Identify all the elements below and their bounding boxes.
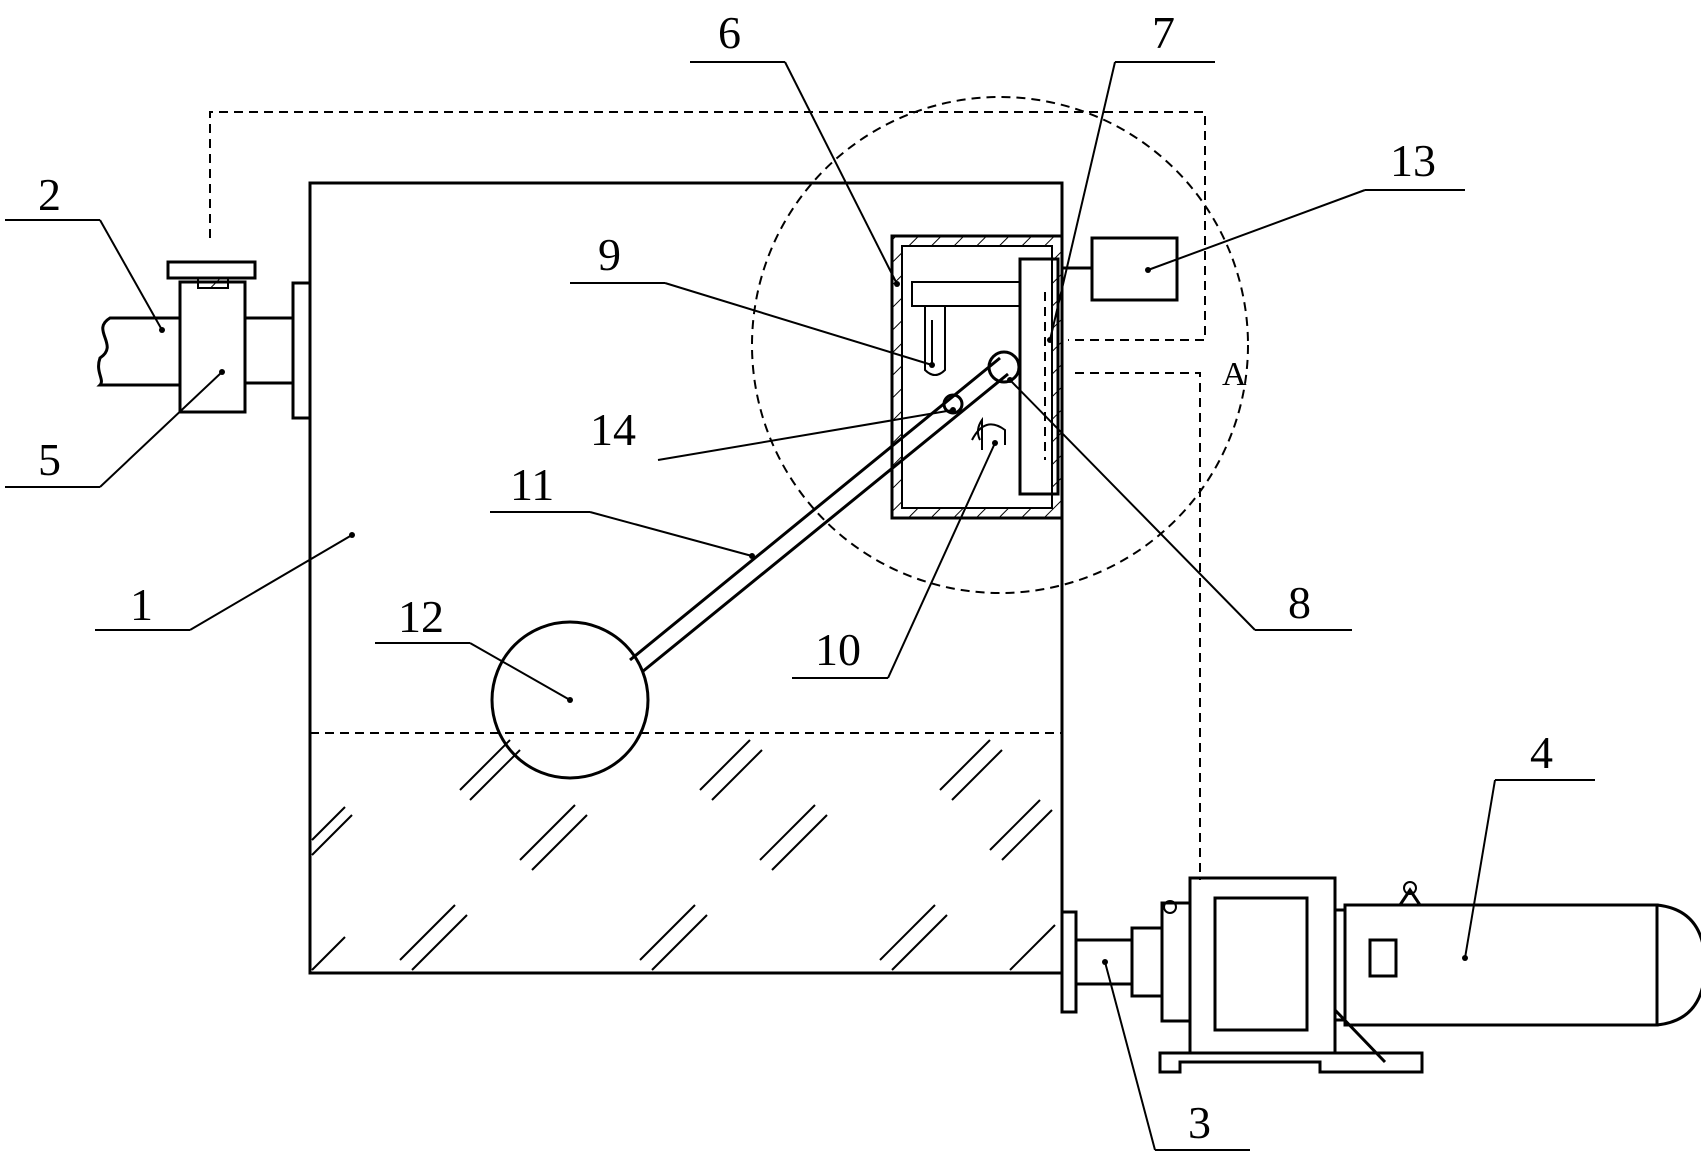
label-7: 7 xyxy=(1152,7,1175,58)
pump-motor xyxy=(1158,876,1701,1074)
inlet-valve xyxy=(166,260,257,414)
float-rod xyxy=(629,356,1009,674)
label-1: 1 xyxy=(130,579,153,630)
label-5: 5 xyxy=(38,434,61,485)
water-hatching xyxy=(311,739,1056,971)
leader-lines xyxy=(5,61,1595,1151)
controller xyxy=(1062,236,1179,302)
float-ball xyxy=(490,620,650,780)
part-labels: 2 5 1 12 11 9 14 6 7 13 A 8 10 3 4 xyxy=(38,7,1553,1148)
label-11: 11 xyxy=(510,459,554,510)
outlet-pipe xyxy=(1060,910,1164,1014)
label-13: 13 xyxy=(1390,135,1436,186)
inlet-pipe xyxy=(96,281,312,420)
detail-circle-a xyxy=(751,96,1249,594)
label-6: 6 xyxy=(718,7,741,58)
label-10: 10 xyxy=(815,624,861,675)
label-2: 2 xyxy=(38,169,61,220)
label-14: 14 xyxy=(590,404,636,455)
label-a: A xyxy=(1222,356,1247,393)
label-9: 9 xyxy=(598,229,621,280)
leader-dots xyxy=(159,267,1468,965)
label-3: 3 xyxy=(1188,1097,1211,1148)
label-4: 4 xyxy=(1530,727,1553,778)
control-wiring xyxy=(209,111,1206,880)
label-8: 8 xyxy=(1288,577,1311,628)
label-12: 12 xyxy=(398,591,444,642)
tank xyxy=(308,181,1064,975)
